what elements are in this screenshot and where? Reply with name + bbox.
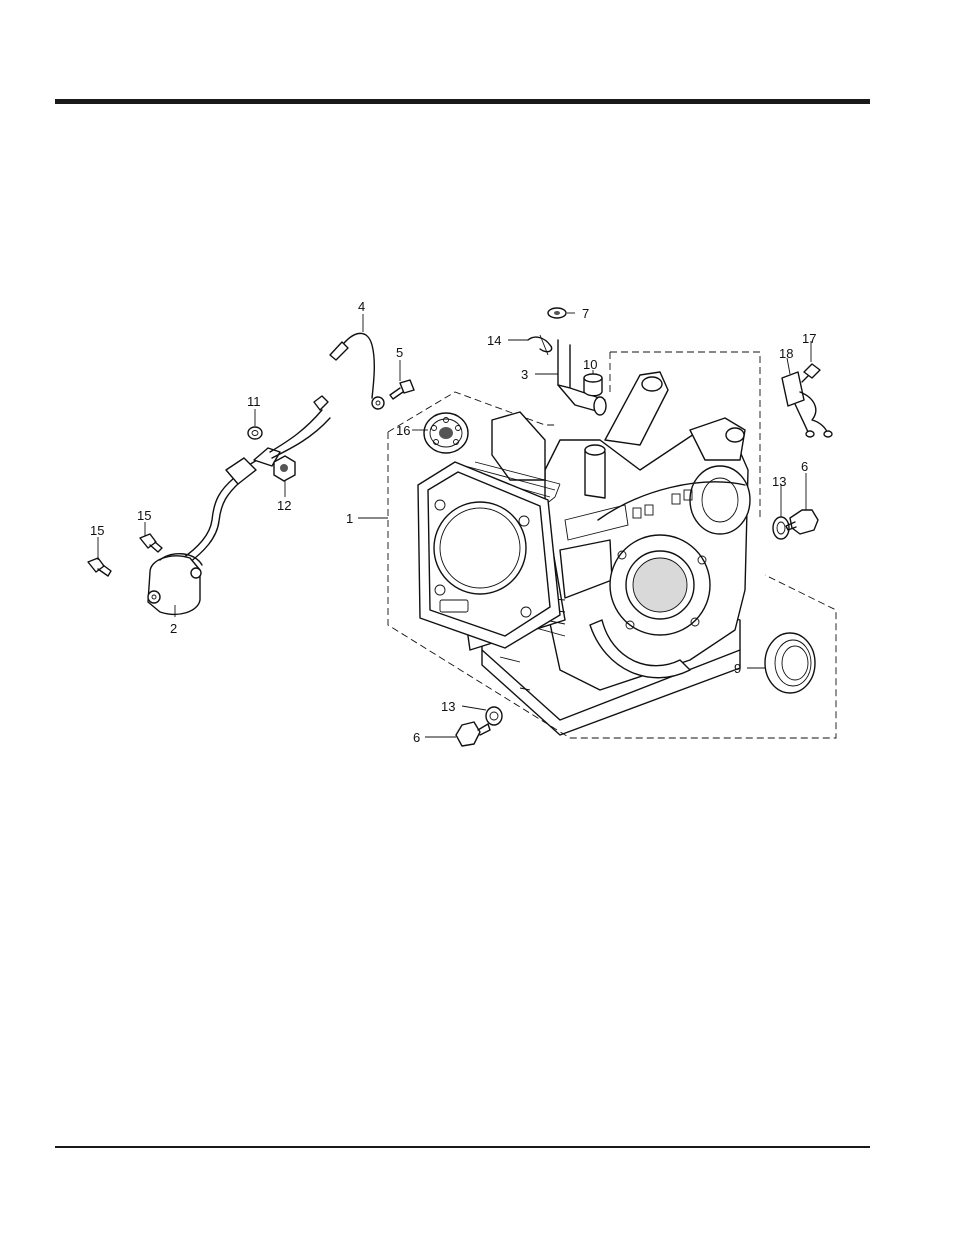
- drain-bolt-6-lower: [456, 722, 490, 746]
- label-part-12: 12: [277, 498, 291, 513]
- screw-17: [802, 364, 820, 382]
- label-part-17: 17: [802, 331, 816, 346]
- oil-seal-9: [765, 633, 815, 693]
- crankcase-cylinder-block: [418, 372, 750, 735]
- label-part-7: 7: [582, 306, 589, 321]
- label-part-3: 3: [521, 367, 528, 382]
- cap-10: [584, 374, 602, 396]
- bolt-5: [390, 380, 414, 399]
- label-part-9: 9: [734, 661, 741, 676]
- ground-cable-4: [330, 333, 384, 409]
- bolt-15-upper: [140, 534, 162, 552]
- oil-alert-switch-18: [782, 372, 832, 437]
- label-part-18: 18: [779, 346, 793, 361]
- clip-14: [528, 335, 552, 355]
- label-part-10: 10: [583, 357, 597, 372]
- label-part-13-lower: 13: [441, 699, 455, 714]
- label-part-4: 4: [358, 299, 365, 314]
- bolt-15-lower: [88, 558, 111, 576]
- label-part-16: 16: [396, 423, 410, 438]
- label-part-6-right: 6: [801, 459, 808, 474]
- label-part-1: 1: [346, 511, 353, 526]
- label-part-15-lower: 15: [90, 523, 104, 538]
- label-part-11: 11: [247, 394, 261, 409]
- label-part-5: 5: [396, 345, 403, 360]
- nut-12: [274, 456, 295, 481]
- washer-13-lower: [486, 707, 502, 725]
- drain-bolt-6-right: [786, 510, 818, 534]
- label-part-15-upper: 15: [137, 508, 151, 523]
- label-part-2: 2: [170, 621, 177, 636]
- washer-7: [548, 308, 566, 318]
- ball-bearing-16: [424, 413, 468, 453]
- label-part-6-lower: 6: [413, 730, 420, 745]
- label-part-14: 14: [487, 333, 501, 348]
- ignition-coil-2: [148, 396, 330, 614]
- washer-11: [248, 427, 262, 439]
- label-part-13-right: 13: [772, 474, 786, 489]
